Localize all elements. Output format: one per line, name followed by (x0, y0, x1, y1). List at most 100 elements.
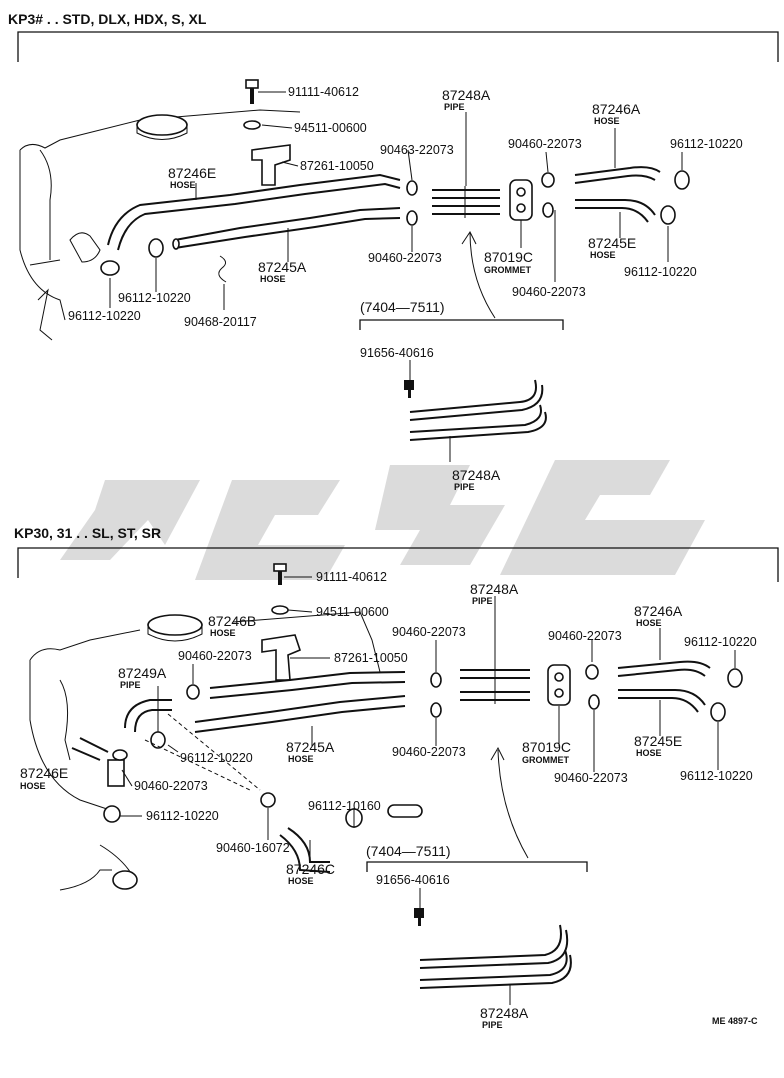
label-hose-246c: 87246C (286, 861, 335, 877)
label-clamp-right-top: 96112-10220 (684, 635, 757, 649)
bracket-icon (251, 144, 291, 186)
label-pipe2-sub: PIPE (454, 482, 475, 492)
watermark-logo (60, 460, 705, 580)
leader-lines-top (109, 91, 683, 310)
grommet-icon (547, 664, 571, 706)
label-hose-a: 87246A (634, 603, 683, 619)
grommet-icon (509, 179, 533, 221)
label-hose-246c-sub: HOSE (288, 876, 314, 886)
hose-87246b (209, 671, 406, 699)
label-clamp-d: 90460-22073 (134, 779, 208, 793)
label-clamp-mid-left: 90460-22073 (178, 649, 252, 663)
label-clamp-e: 90460-22073 (554, 771, 628, 785)
label-pipe-sub: PIPE (444, 102, 465, 112)
hose-87245a-bottom (194, 695, 406, 733)
label-hose-245e: 87245E (634, 733, 682, 749)
pipe-stub (387, 804, 423, 818)
section-top-title: KP3# . . STD, DLX, HDX, S, XL (8, 11, 207, 27)
label-clip1: 90463-22073 (380, 143, 454, 157)
label-hose-245e-sub: HOSE (636, 748, 662, 758)
pipe-assembly-bottom (419, 924, 572, 989)
label-clamp-g: 96112-10220 (146, 809, 219, 823)
label-clamp-c: 96112-10220 (180, 751, 253, 765)
label-pipe-249a: 87249A (118, 665, 167, 681)
label-hose-a-sub: HOSE (636, 618, 662, 628)
screw-icon (414, 908, 424, 926)
label-hose-245e-sub: HOSE (590, 250, 616, 260)
section-top-frame (17, 31, 779, 62)
dashed-guide (144, 713, 261, 791)
label-clamp-c: 90460-22073 (512, 285, 586, 299)
label-washer: 94511-00600 (294, 121, 367, 135)
radiator-tank-bottom (29, 614, 203, 891)
labels-bottom: 91111-40612 94511-00600 87248A PIPE 8724… (20, 570, 757, 1030)
radiator-tank (19, 109, 301, 341)
label-pipe: 87248A (442, 87, 491, 103)
label-clamp-right-bottom: 96112-10220 (680, 769, 753, 783)
label-hose-246e: 87246E (20, 765, 68, 781)
label-clamp-mid-top: 90460-22073 (548, 629, 622, 643)
label-hose-b-sub: HOSE (210, 628, 236, 638)
label-hose-e-sub: HOSE (170, 180, 196, 190)
label-clip-s: 90468-20117 (184, 315, 257, 329)
label-clamp-a: 90460-22073 (392, 625, 466, 639)
leader-lines-bottom (120, 576, 736, 862)
label-clamp-b: 90460-22073 (392, 745, 466, 759)
label-hose-245a: 87245A (258, 259, 307, 275)
label-pipe2: 87248A (480, 1005, 529, 1021)
clamp-icon (103, 664, 743, 828)
label-hose-245a-sub: HOSE (288, 754, 314, 764)
label-clamp-left1: 96112-10220 (118, 291, 191, 305)
washer-icon (243, 120, 261, 130)
label-grommet-sub: GROMMET (522, 755, 569, 765)
label-clamp-f: 96112-10160 (308, 799, 381, 813)
hose-87246e (107, 173, 401, 246)
hose-87246a-bottom (617, 660, 711, 677)
clamp-icon (100, 170, 690, 283)
label-hose-a: 87246A (592, 101, 641, 117)
label-clamp-right-bottom: 96112-10220 (624, 265, 697, 279)
bolt-icon (245, 79, 259, 104)
label-washer: 94511-00600 (316, 605, 389, 619)
hose-87245e-bottom (618, 689, 706, 713)
section-bottom-frame (17, 547, 779, 582)
label-grommet: 87019C (522, 739, 571, 755)
label-clamp-b: 90460-22073 (368, 251, 442, 265)
label-clamp-a: 90460-22073 (508, 137, 582, 151)
hose-87246e-bottom (71, 737, 109, 761)
screw-icon (404, 380, 414, 398)
label-pipe2-sub: PIPE (482, 1020, 503, 1030)
label-screw: 91656-40616 (376, 873, 450, 887)
label-hose-245a: 87245A (286, 739, 335, 755)
labels-top: 91111-40612 94511-00600 90463-22073 8726… (68, 85, 743, 492)
pipe-assembly-top (409, 379, 547, 441)
label-bracket: 87261-10050 (300, 159, 374, 173)
label-pipe-249a-sub: PIPE (120, 680, 141, 690)
section-bottom-title: KP30, 31 . . SL, ST, SR (14, 525, 161, 541)
label-hose-a-sub: HOSE (594, 116, 620, 126)
label-grommet-sub: GROMMET (484, 265, 531, 275)
bolt-icon (273, 563, 287, 585)
label-clamp-left2: 96112-10220 (68, 309, 141, 323)
subassembly-top-frame (359, 319, 564, 330)
label-pipe-sub: PIPE (472, 596, 493, 606)
label-hose-245e: 87245E (588, 235, 636, 251)
hose-87245e (575, 199, 656, 223)
figure-code: ME 4897-C (712, 1016, 758, 1026)
label-bolt: 91111-40612 (288, 85, 359, 99)
label-pipe2: 87248A (452, 467, 501, 483)
label-bracket: 87261-10050 (334, 651, 408, 665)
label-clamp-h: 90460-16072 (216, 841, 290, 855)
pipe-87248a (432, 189, 500, 215)
hose-87246a (574, 166, 661, 184)
label-hose-e: 87246E (168, 165, 216, 181)
washer-icon (271, 605, 289, 615)
label-hose-b: 87246B (208, 613, 256, 629)
label-range: (7404—7511) (366, 843, 451, 859)
pipe-87249a (124, 699, 172, 733)
subassembly-bottom-frame (366, 861, 588, 872)
label-range: (7404—7511) (360, 299, 445, 315)
label-hose-245a-sub: HOSE (260, 274, 286, 284)
label-hose-246e-sub: HOSE (20, 781, 46, 791)
